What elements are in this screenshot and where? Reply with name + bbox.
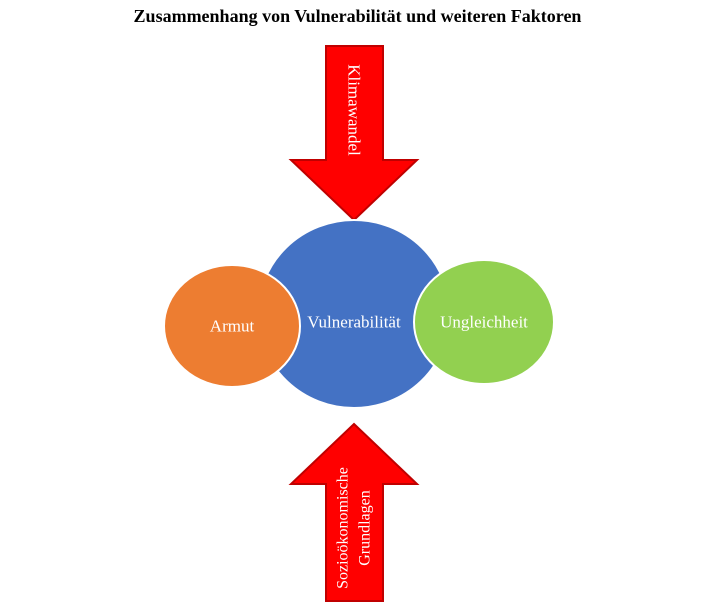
arrow-top: Klimawandel [288,45,420,222]
node-left-label: Armut [210,317,255,336]
arrow-bottom-label-line2: Grundlagen [357,490,374,566]
arrow-bottom-label-line1: Sozioökonomische [335,467,352,589]
arrow-top-label: Klimawandel [345,64,364,156]
node-center-label: Vulnerabilität [307,313,401,332]
node-right-label: Ungleichheit [440,313,528,332]
diagram-title: Zusammenhang von Vulnerabilität und weit… [133,6,582,26]
node-right [413,259,555,385]
arrow-top-shape [288,45,420,222]
arrow-bottom-shape [288,422,420,602]
arrow-bottom: Sozioökonomische Grundlagen [288,422,420,602]
node-left [163,264,301,388]
